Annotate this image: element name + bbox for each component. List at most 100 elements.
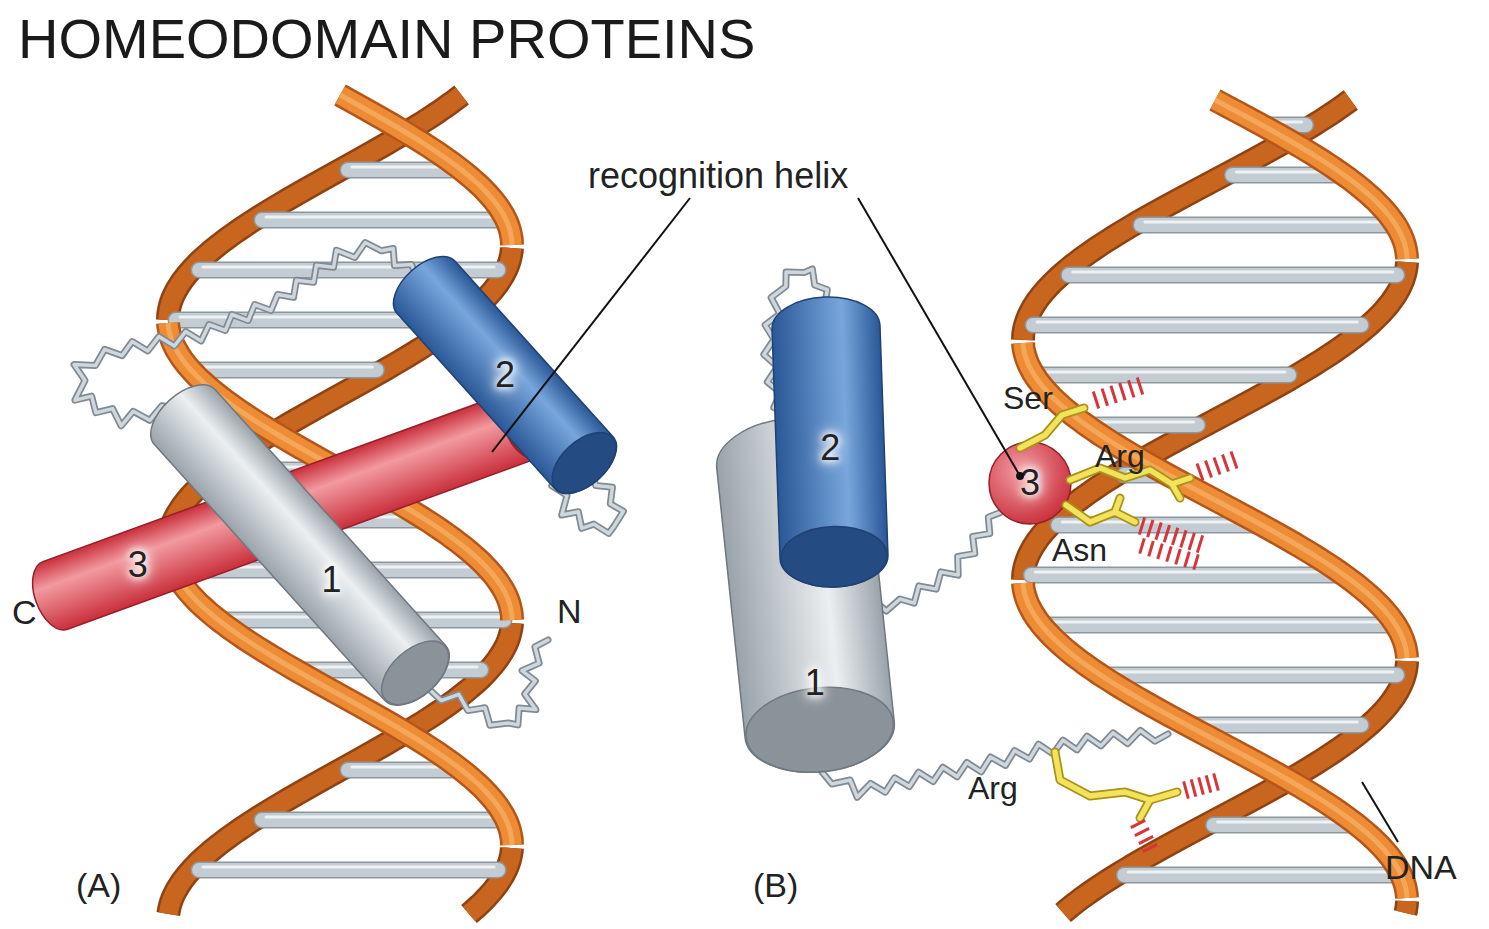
chain-core [74,243,417,426]
base-pair [199,863,498,877]
side-chain-outline [1115,498,1120,512]
hatch-tick [1184,781,1189,798]
hatch-tick [1223,455,1229,472]
hatch-tick [1197,535,1202,552]
base-pair-highlight [352,166,450,169]
base-pair [1214,818,1350,832]
leader-dot [1016,472,1024,480]
chain-outline [74,243,417,426]
base-pair-edge [262,212,498,229]
hatch-tick [1172,528,1177,545]
backbone-ribbon-edge [469,848,512,914]
panel-letter: (B) [753,866,798,905]
amino-acid-side-chain [1066,498,1135,522]
helix-cylinder: 2 [771,295,889,589]
hatch-tick [1189,533,1194,550]
backbone-ribbon [1063,661,1407,913]
side-chain [1055,752,1177,800]
hatch-tick [1231,452,1237,469]
base-pair [1049,618,1387,632]
base-pair-edge [1031,567,1336,584]
base-pair [1141,218,1388,232]
base-pair-edge [1033,317,1361,334]
hatch-tick [1206,775,1211,792]
base-pair-highlight [1035,571,1332,574]
base-pair [1042,368,1289,382]
backbone-ribbon [1405,901,1407,913]
backbone-highlight [340,95,512,245]
base-pair-highlight [1113,671,1393,674]
side-chain-outline [1172,484,1180,498]
cylinder-end-cap [494,385,556,465]
hatch-tick [1111,386,1116,403]
hatch-tick [1176,549,1181,564]
leader-line [1362,782,1398,842]
hatch-tick [1206,461,1212,478]
part-label: Asn [1052,532,1107,569]
cylinder-body [24,384,556,636]
backbone-ribbon [1215,100,1407,259]
side-chain [1140,800,1150,818]
backbone-ribbon-edge [1405,901,1407,913]
base-pair-highlight [266,816,494,819]
part-label: Arg [1095,438,1145,475]
panel-letter: (A) [76,866,121,905]
loop-connector [74,243,417,426]
hatch-tick [1139,836,1153,843]
base-pair-edge [199,362,376,379]
hatch-tick [1148,520,1153,537]
hydrogen-bond-hatch [1184,773,1219,798]
hatch-tick [1214,773,1219,790]
helix-number: 1 [321,559,341,601]
hatch-tick [1102,389,1107,406]
base-pair-highlight [1128,871,1389,874]
base-pair-highlight [352,766,450,769]
backbone-ribbon-edge [1023,343,1407,658]
backbone-highlight [1215,100,1407,259]
base-pair-highlight [266,216,494,219]
hatch-tick [1191,779,1196,796]
cylinder-body [712,411,898,780]
hatch-tick [1128,380,1133,397]
dna-double-helix [1023,100,1407,913]
hatch-tick [1135,828,1149,835]
base-pair-edge [1049,617,1387,634]
base-pair-edge [1042,367,1289,384]
base-pair-highlight [1199,721,1357,724]
base-pair-highlight [1037,321,1357,324]
base-pair [1109,668,1397,682]
helix-number: 1 [805,662,825,704]
cylinder-end-cap [541,421,627,504]
hatch-tick [1214,458,1220,475]
part-label: N [557,592,582,631]
backbone-highlight [1023,343,1407,658]
base-pair-highlight [1218,821,1346,824]
part-label: Arg [968,770,1018,807]
hatch-tick [1139,517,1144,534]
hatch-tick [1185,552,1190,567]
hatch-tick [1199,777,1204,794]
base-pair-highlight [1098,421,1194,424]
hatch-tick [1167,546,1172,561]
base-pair-edge [262,812,498,829]
helix-number: 2 [820,427,840,469]
base-pair-edge [1124,867,1393,884]
cylinder-body [771,295,889,589]
backbone-ribbon-edge [1215,100,1407,259]
hatch-tick [1164,525,1169,542]
base-pair-edge [1109,667,1397,684]
base-pair-highlight [203,866,494,869]
hydrogen-bond-hatch [1197,452,1237,481]
hydrogen-bond-hatch [1093,377,1142,408]
backbone-ribbon [340,95,512,245]
backbone-ribbon-edge [1063,661,1407,913]
part-label: C [12,593,37,632]
base-pair-highlight [203,366,372,369]
backbone-ribbon-edge [340,95,512,245]
hatch-tick [1137,377,1142,394]
hatch-tick [1131,820,1145,827]
base-pair [1124,868,1393,882]
side-chain-outline [1066,505,1135,522]
hatch-tick [1156,523,1161,540]
